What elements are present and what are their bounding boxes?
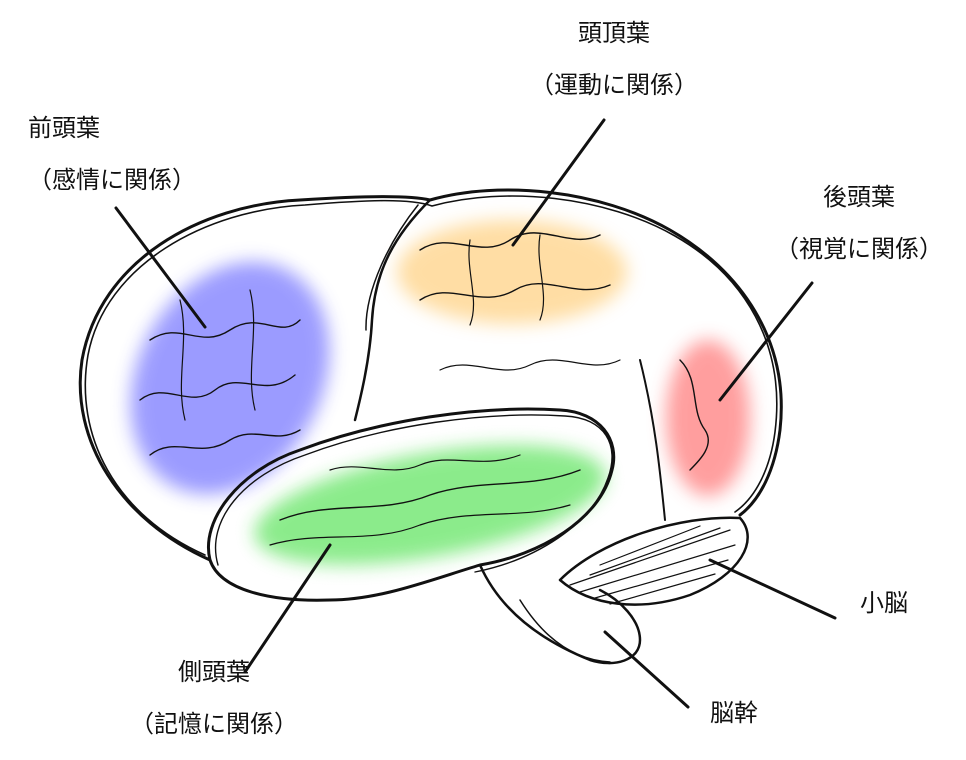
frontal-lobe-label: 前頭葉 （感情に関係）: [28, 113, 196, 195]
brainstem-label: 脳幹: [710, 699, 758, 727]
cerebellum-leader-line: [708, 558, 837, 620]
frontal-lobe-name: 前頭葉: [28, 114, 100, 142]
brain-outline: [78, 188, 783, 665]
temporal-lobe-function: （記憶に関係）: [130, 710, 298, 738]
occipital-lobe-function: （視覚に関係）: [775, 235, 943, 263]
parietal-lobe-name: 頭頂葉: [578, 19, 650, 47]
parietal-lobe-label: 頭頂葉 （運動に関係）: [530, 18, 698, 100]
occipital-leader-line: [718, 281, 814, 402]
temporal-leader-line: [243, 543, 332, 674]
cerebellum-label: 小脳: [860, 589, 908, 617]
occipital-lobe-label: 後頭葉 （視覚に関係）: [775, 182, 943, 264]
frontal-leader-line: [114, 206, 207, 329]
occipital-lobe-region: [666, 340, 750, 496]
parietal-leader-line: [511, 118, 606, 247]
temporal-lobe-label: 側頭葉 （記憶に関係）: [130, 657, 298, 739]
temporal-lobe-region: [254, 445, 606, 565]
frontal-lobe-function: （感情に関係）: [28, 166, 196, 194]
occipital-lobe-name: 後頭葉: [823, 183, 895, 211]
temporal-lobe-name: 側頭葉: [178, 658, 250, 686]
parietal-lobe-region: [397, 220, 627, 324]
brainstem-leader-line: [603, 630, 690, 709]
leader-lines: [114, 118, 837, 709]
parietal-lobe-function: （運動に関係）: [530, 71, 698, 99]
lobe-highlights: [130, 220, 750, 565]
